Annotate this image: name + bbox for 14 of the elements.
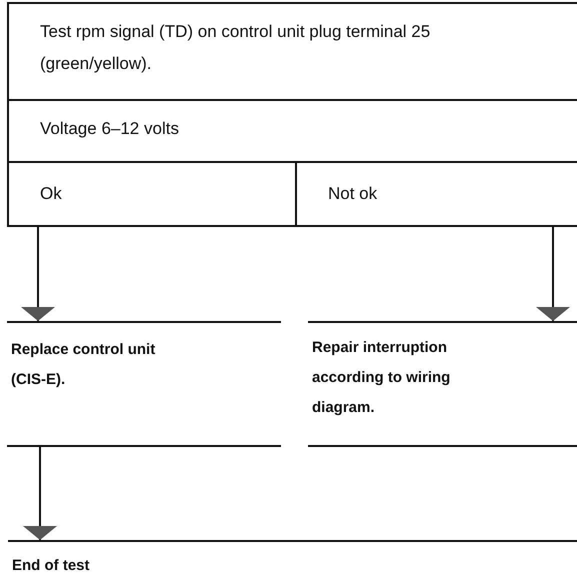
arrow [21,227,55,321]
arrow [536,227,570,321]
step-text: Replace control unit (CIS-E). [11,340,156,390]
step-text: Ok [40,183,63,205]
action-band [7,321,281,447]
instruction-cell [7,2,577,101]
step-text: Repair interruption according to wiring diagram. [312,338,452,418]
result-cell [7,161,297,227]
step-text: Test rpm signal (TD) on control unit plug terminal 25 (green/yellow). [40,21,432,75]
step-text: End of test [12,556,90,576]
step-text: Not ok [328,183,378,205]
arrow [23,447,57,540]
action-band [308,321,577,447]
step-text: Voltage 6–12 volts [40,118,180,140]
